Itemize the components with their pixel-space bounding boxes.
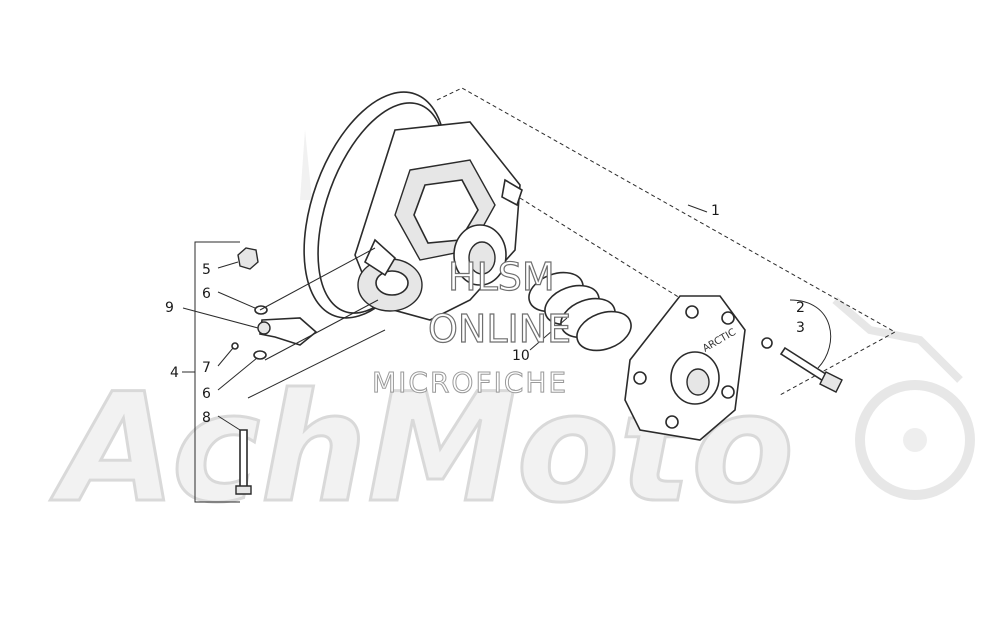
callout-2: 2 xyxy=(796,300,805,316)
kit-bracket xyxy=(182,241,240,503)
callouts: 1 2 3 4 5 6 6 7 8 9 10 xyxy=(165,203,805,426)
callout-10: 10 xyxy=(512,348,530,364)
leader-lines xyxy=(182,204,708,431)
clutch-sheave xyxy=(303,91,523,321)
callout-3: 3 xyxy=(796,320,805,336)
arm xyxy=(259,317,318,346)
washer-lower xyxy=(253,350,267,360)
watermark-line-3: MICROFICHE xyxy=(372,366,568,399)
watermark-line-1: HLSM xyxy=(448,255,555,299)
callout-4: 4 xyxy=(170,365,179,381)
callout-1: 1 xyxy=(711,203,720,219)
callout-7: 7 xyxy=(202,360,211,376)
callout-9: 9 xyxy=(165,300,174,316)
assembly-outline xyxy=(436,87,897,396)
callout-6-upper: 6 xyxy=(202,286,211,302)
clutch-spring xyxy=(528,271,632,352)
pin xyxy=(231,342,239,350)
cap-screw xyxy=(761,299,843,393)
hlsm-watermark: HLSM ONLINE MICROFICHE xyxy=(372,254,572,399)
callout-5: 5 xyxy=(202,262,211,278)
callout-8: 8 xyxy=(202,410,211,426)
clutch-cover: ARCTIC xyxy=(624,295,746,441)
watermark-line-2: ONLINE xyxy=(428,307,571,351)
lock-nut xyxy=(237,247,259,270)
shoulder-bolt xyxy=(239,429,248,489)
callout-6-lower: 6 xyxy=(202,386,211,402)
